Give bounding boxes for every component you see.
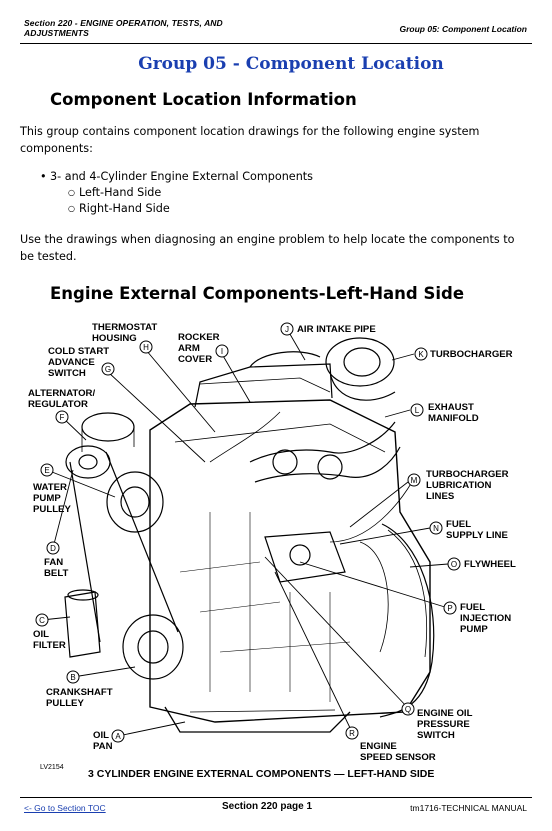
label-F: ALTERNATOR/ REGULATOR (28, 388, 98, 410)
svg-text:E: E (44, 466, 49, 475)
svg-text:N: N (433, 524, 439, 533)
label-E: WATER PUMP PULLEY (33, 482, 71, 515)
label-B: CRANKSHAFT PULLEY (46, 687, 115, 709)
engine-drawing (64, 337, 435, 733)
callout-R: R (345, 726, 359, 740)
svg-text:F: F (60, 413, 65, 422)
label-H: THERMOSTAT HOUSING (92, 322, 160, 344)
callout-K: K (414, 347, 428, 361)
callout-P: P (443, 601, 457, 615)
bullet-icon: • (40, 170, 47, 183)
footer-divider (20, 797, 532, 798)
callout-I: I (215, 344, 229, 358)
svg-text:I: I (221, 347, 223, 356)
svg-text:B: B (70, 673, 75, 682)
svg-text:C: C (39, 616, 45, 625)
label-M: TURBOCHARGER LUBRICATION LINES (426, 469, 511, 502)
label-K: TURBOCHARGER (430, 349, 513, 360)
svg-text:J: J (285, 325, 289, 334)
svg-text:A: A (115, 732, 121, 741)
label-J: AIR INTAKE PIPE (297, 324, 376, 335)
label-O: FLYWHEEL (464, 559, 516, 570)
engine-illustration: A B C D E F G H I J K L M N O P Q R THER… (28, 322, 516, 780)
circle-bullet-icon: ○ (68, 204, 75, 213)
list-item: •3- and 4-Cylinder Engine External Compo… (40, 170, 313, 183)
circle-bullet-icon: ○ (68, 188, 75, 197)
callout-M: M (407, 473, 421, 487)
callout-J: J (280, 322, 294, 336)
svg-text:Q: Q (405, 705, 411, 714)
label-A: OIL PAN (93, 730, 113, 752)
sub-list-item-label: Right-Hand Side (79, 202, 170, 215)
sub-list-item: ○ Right-Hand Side (68, 202, 170, 215)
label-D: FAN BELT (44, 557, 68, 579)
leader-lines (41, 328, 449, 737)
callout-N: N (429, 521, 443, 535)
list-item-label: 3- and 4-Cylinder Engine External Compon… (50, 170, 313, 183)
page-header: Section 220 - ENGINE OPERATION, TESTS, A… (0, 0, 552, 44)
callout-D: D (46, 541, 60, 555)
svg-text:K: K (418, 350, 424, 359)
page-number: Section 220 page 1 (222, 801, 313, 812)
svg-text:M: M (411, 476, 418, 485)
intro-paragraph: This group contains component location d… (20, 125, 480, 155)
label-L: EXHAUST MANIFOLD (428, 402, 479, 424)
svg-text:P: P (447, 604, 452, 613)
callout-E: E (40, 463, 54, 477)
callout-C: C (35, 613, 49, 627)
label-R: ENGINE SPEED SENSOR (360, 741, 436, 763)
figure-caption: 3 CYLINDER ENGINE EXTERNAL COMPONENTS — … (88, 768, 434, 780)
go-to-section-toc-link[interactable]: <- Go to Section TOC (24, 803, 106, 813)
figure-code: LV2154 (40, 764, 64, 771)
manual-name: tm1716-TECHNICAL MANUAL (410, 803, 527, 813)
sub-list-item-label: Left-Hand Side (79, 186, 162, 199)
info-heading: Component Location Information (50, 90, 357, 109)
usage-paragraph: Use the drawings when diagnosing an engi… (20, 233, 515, 263)
section-title-line1: Section 220 - ENGINE OPERATION, TESTS, A… (24, 18, 223, 28)
header-divider (20, 43, 532, 44)
svg-text:L: L (415, 406, 420, 415)
label-C: OIL FILTER (33, 629, 66, 651)
group-title-header: Group 05: Component Location (399, 24, 528, 34)
callout-H: H (139, 340, 153, 354)
label-Q: ENGINE OIL PRESSURE SWITCH (417, 708, 475, 741)
svg-text:H: H (143, 343, 149, 352)
svg-text:R: R (349, 729, 355, 738)
svg-text:O: O (451, 560, 457, 569)
label-N: FUEL SUPPLY LINE (446, 519, 508, 541)
engine-diagram: A B C D E F G H I J K L M N O P Q R THER… (0, 312, 552, 790)
sub-list-item: ○ Left-Hand Side (68, 186, 161, 199)
section-title-line2: ADJUSTMENTS (24, 28, 89, 38)
callout-markers: A B C D E F G H I J K L M N O P Q R (35, 322, 461, 743)
callout-B: B (66, 670, 80, 684)
callout-O: O (447, 557, 461, 571)
svg-text:G: G (105, 365, 111, 374)
label-I: ROCKER ARM COVER (178, 332, 222, 365)
section-title: Section 220 - ENGINE OPERATION, TESTS, A… (24, 18, 264, 38)
callout-G: G (101, 362, 115, 376)
callout-Q: Q (401, 702, 415, 716)
figure-heading: Engine External Components-Left-Hand Sid… (50, 284, 465, 303)
callout-L: L (410, 403, 424, 417)
callout-A: A (111, 729, 125, 743)
svg-text:D: D (50, 544, 56, 553)
label-P: FUEL INJECTION PUMP (460, 602, 514, 635)
callout-labels: THERMOSTAT HOUSING ROCKER ARM COVER COLD… (28, 322, 516, 763)
callout-F: F (55, 410, 69, 424)
label-G: COLD START ADVANCE SWITCH (48, 346, 112, 379)
page-title: Group 05 - Component Location (138, 54, 444, 74)
